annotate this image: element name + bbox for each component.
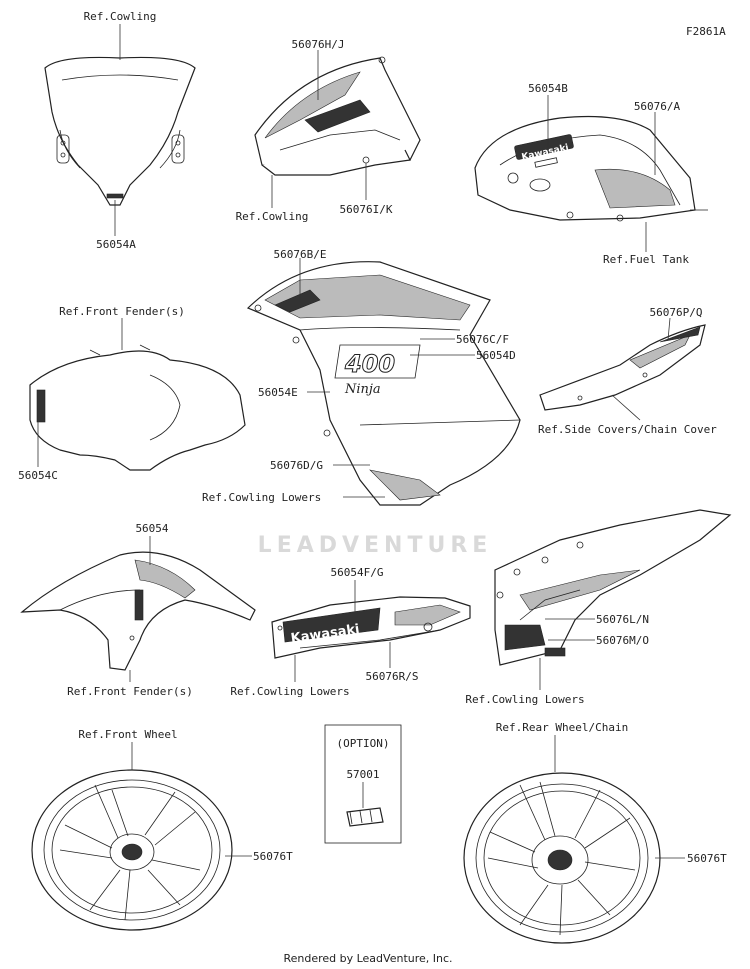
fairing-400-decal: 400 [344, 350, 395, 378]
label-ref-front-fender-bottom: Ref.Front Fender(s) [67, 685, 193, 698]
part-code-56054A: 56054A [96, 238, 136, 251]
lower-cowling-left-part: Kawasaki [271, 596, 471, 659]
label-ref-front-fender-top: Ref.Front Fender(s) [59, 305, 185, 318]
part-code-56076DG: 56076D/G [270, 459, 323, 472]
front-fender-top-part [29, 344, 246, 471]
option-box: (OPTION) 57001 [324, 724, 402, 844]
upper-cowling-part [254, 56, 421, 176]
part-code-56054C: 56054C [18, 469, 58, 482]
lower-cowling-right-part [494, 509, 732, 666]
part-code-56054FG: 56054F/G [331, 566, 384, 579]
label-ref-cowling-top: Ref.Cowling [84, 10, 157, 23]
label-ref-cowling-lowers-left: Ref.Cowling Lowers [230, 685, 349, 698]
part-code-56076A: 56076/A [634, 100, 681, 113]
label-ref-cowling-lowers-mid: Ref.Cowling Lowers [202, 491, 321, 504]
label-ref-cowling-mid: Ref.Cowling [236, 210, 309, 223]
part-code-56076CF: 56076C/F [456, 333, 509, 346]
part-code-56054B: 56054B [528, 82, 568, 95]
option-title: (OPTION) [337, 737, 390, 750]
part-code-57001: 57001 [346, 768, 379, 781]
part-code-56054: 56054 [135, 522, 168, 535]
label-ref-front-wheel: Ref.Front Wheel [78, 728, 177, 741]
part-code-56076HJ: 56076H/J [292, 38, 345, 51]
label-ref-side-covers: Ref.Side Covers/Chain Cover [538, 423, 717, 436]
windscreen-part [44, 56, 196, 206]
front-fender-side-part [20, 551, 256, 671]
fuel-tank-part: Kawasaki [474, 115, 708, 222]
part-code-56076IK: 56076I/K [340, 203, 393, 216]
watermark: LEADVENTURE [258, 533, 493, 558]
fairing-ninja-decal: Ninja [344, 382, 381, 397]
part-code-56076MO: 56076M/O [596, 634, 649, 647]
side-cover-part [539, 324, 706, 411]
part-code-56054E: 56054E [258, 386, 298, 399]
label-ref-fuel-tank: Ref.Fuel Tank [603, 253, 689, 266]
rear-wheel-part [463, 772, 661, 944]
part-code-56076PQ: 56076P/Q [650, 306, 703, 319]
footer-credit: Rendered by LeadVenture, Inc. [283, 952, 452, 965]
front-wheel-part [31, 769, 233, 931]
part-code-56076BE: 56076B/E [274, 248, 327, 261]
part-code-56054D: 56054D [476, 349, 516, 362]
side-fairing-part: 400 Ninja [246, 261, 521, 506]
part-code-56076RS: 56076R/S [366, 670, 419, 683]
label-ref-rear-wheel: Ref.Rear Wheel/Chain [496, 721, 628, 734]
figure-id: F2861A [686, 25, 726, 38]
part-code-56076T-front: 56076T [253, 850, 293, 863]
label-ref-cowling-lowers-right: Ref.Cowling Lowers [465, 693, 584, 706]
part-code-56076T-rear: 56076T [687, 852, 727, 865]
part-code-56076LN: 56076L/N [596, 613, 649, 626]
